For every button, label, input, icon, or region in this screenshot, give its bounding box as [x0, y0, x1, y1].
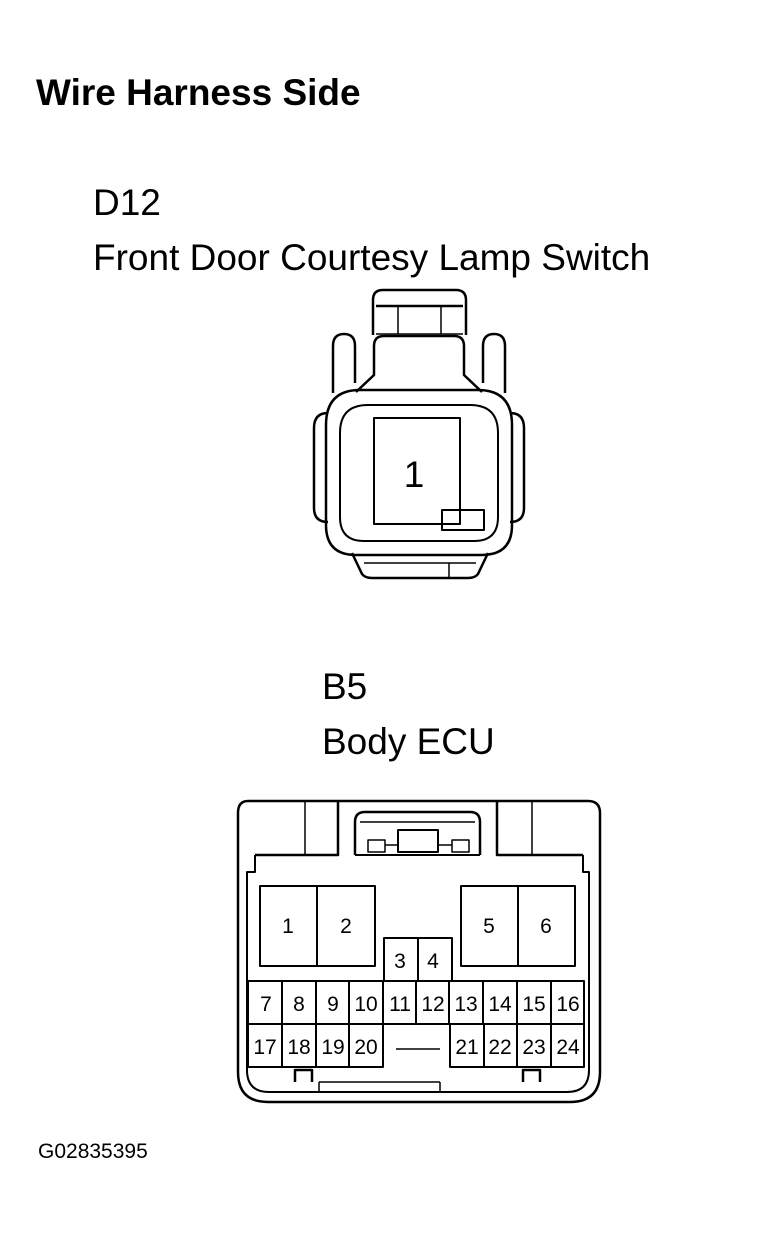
pin-cavity-1 — [373, 417, 461, 525]
lock-tab — [441, 509, 485, 531]
pin-label: 17 — [253, 1036, 276, 1059]
pin-label: 6 — [540, 915, 552, 938]
connector-b5-name: Body ECU — [322, 721, 495, 762]
connector-b5-drawing: 1 2 3 4 5 6 7 8 9 10 11 12 13 14 15 16 1… — [236, 799, 602, 1104]
pin-label: 4 — [427, 950, 439, 973]
pin-label: 24 — [556, 1036, 580, 1059]
page-title: Wire Harness Side — [36, 72, 361, 113]
pin-label: 13 — [454, 993, 477, 1016]
connector-d12-drawing: 1 — [312, 288, 526, 580]
reference-code: G02835395 — [38, 1140, 148, 1163]
connector-d12-name: Front Door Courtesy Lamp Switch — [93, 237, 651, 278]
pin-label: 16 — [556, 993, 579, 1016]
pin-label: 10 — [354, 993, 377, 1016]
pin-label: 12 — [421, 993, 444, 1016]
pin-label: 20 — [354, 1036, 377, 1059]
pin-label: 3 — [394, 950, 406, 973]
pin-label: 9 — [327, 993, 339, 1016]
pin-label: 2 — [340, 915, 352, 938]
pin-label: 1 — [282, 915, 294, 938]
pin-grid — [247, 885, 585, 1068]
pin-label: 8 — [293, 993, 305, 1016]
connector-d12-code: D12 — [93, 182, 161, 223]
pin-label: 11 — [389, 993, 411, 1016]
connector-b5-code: B5 — [322, 666, 368, 707]
pin-label: 15 — [522, 993, 545, 1016]
pin-label: 1 — [404, 454, 425, 495]
pin-label: 7 — [260, 993, 272, 1016]
pin-label: 22 — [488, 1036, 511, 1059]
pin-label: 23 — [522, 1036, 545, 1059]
pin-label: 5 — [483, 915, 495, 938]
pin-label: 21 — [455, 1036, 478, 1059]
pin-label: 18 — [287, 1036, 310, 1059]
pin-label: 14 — [488, 993, 512, 1016]
pin-label: 19 — [321, 1036, 344, 1059]
